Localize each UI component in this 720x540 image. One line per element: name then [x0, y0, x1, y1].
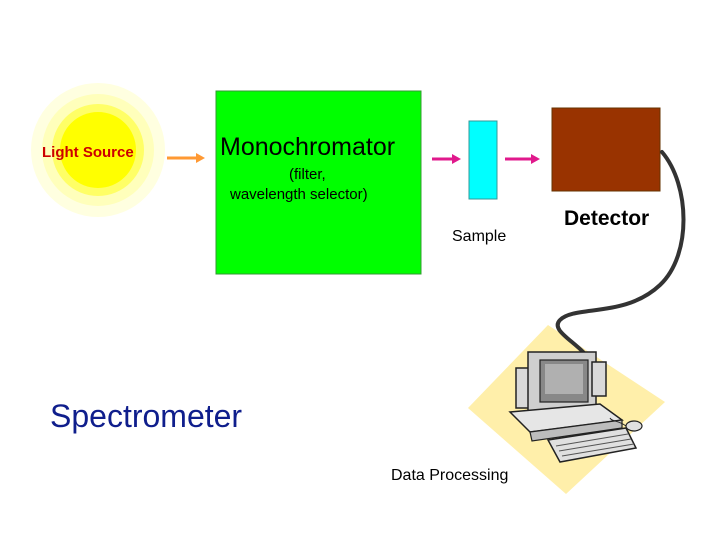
monochromator-box: [215, 90, 422, 275]
arrow-to-monochromator: [167, 153, 205, 163]
detector-label: Detector: [564, 207, 650, 230]
monochromator-subtitle-line1: (filter,: [289, 166, 326, 183]
arrow-to-sample: [432, 154, 461, 164]
cable-icon: [555, 150, 686, 367]
spectrometer-label: Spectrometer: [50, 398, 243, 434]
sample-cuvette: [468, 120, 498, 200]
sample-label: Sample: [452, 228, 507, 245]
arrow-to-detector: [505, 154, 540, 164]
monochromator-title: Monochromator: [220, 133, 396, 161]
data-processing-label: Data Processing: [391, 467, 509, 484]
monochromator-subtitle-line2: wavelength selector): [230, 186, 368, 203]
light-glow-icon: [31, 83, 165, 217]
computer-clipart-icon: [508, 351, 643, 463]
light-source-label: Light Source: [42, 144, 134, 161]
detector-box: [551, 107, 661, 192]
